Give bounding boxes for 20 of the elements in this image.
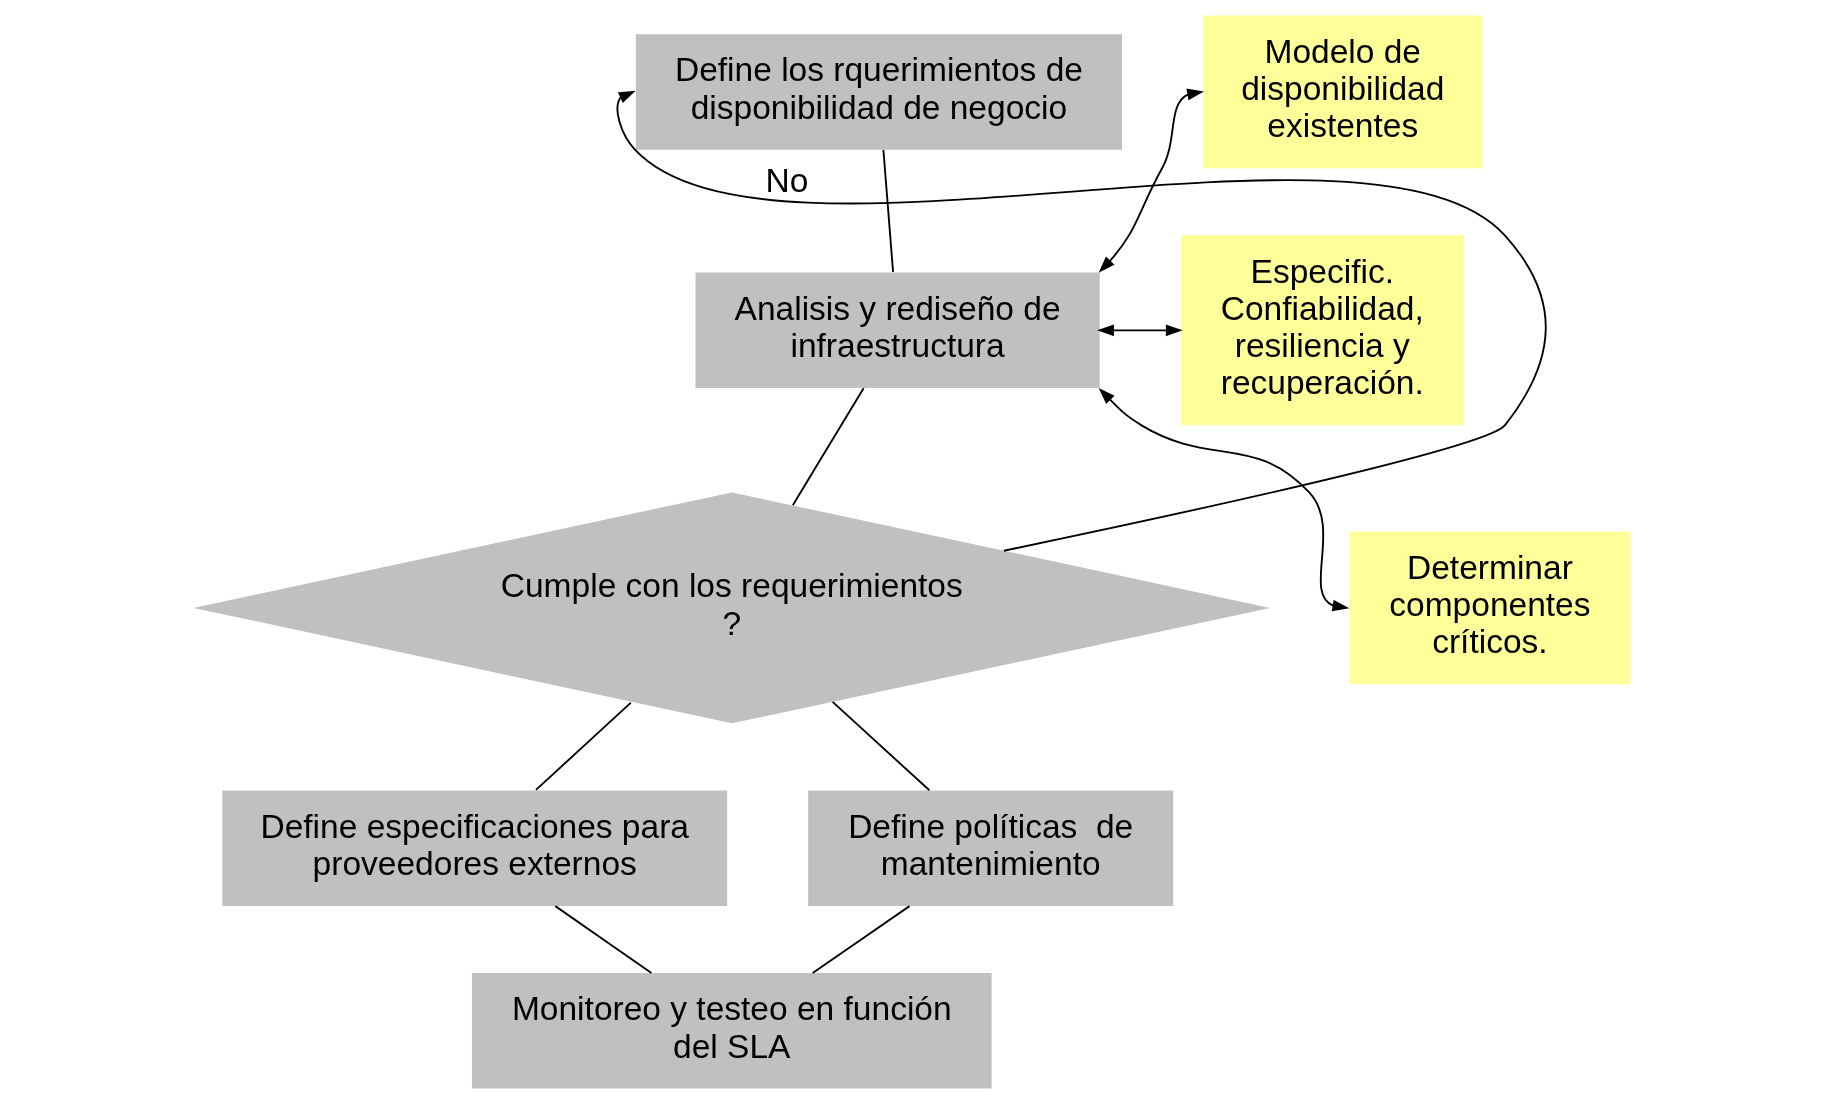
- arrow: [1098, 387, 1350, 612]
- node-box: Define especificaciones para proveedores externos: [222, 790, 728, 906]
- connector: [791, 387, 865, 507]
- connector: [811, 905, 911, 974]
- arrow: [616, 90, 1547, 552]
- edge-label: No: [765, 162, 809, 200]
- node-box: Define políticas de mantenimiento: [808, 790, 1174, 906]
- connector: [831, 700, 931, 792]
- node-diamond: Cumple con los requerimientos ?: [193, 492, 1271, 724]
- node-box: Modelo de disponibilidad existentes: [1203, 15, 1483, 169]
- node-box: Analisis y rediseño de infraestructura: [695, 272, 1100, 389]
- connector: [554, 905, 653, 974]
- node-box: Monitoreo y testeo en función del SLA: [471, 973, 992, 1089]
- arrow: [1098, 88, 1204, 273]
- connector: [535, 701, 632, 791]
- arrow: [1097, 324, 1183, 337]
- node-box: Determinar componentes críticos.: [1349, 531, 1631, 685]
- node-box: Especific. Confiabilidad, resiliencia y recuperación.: [1180, 235, 1464, 426]
- connector: [882, 149, 894, 273]
- node-box: Define los rquerimientos de disponibilidad de negocio: [635, 34, 1122, 150]
